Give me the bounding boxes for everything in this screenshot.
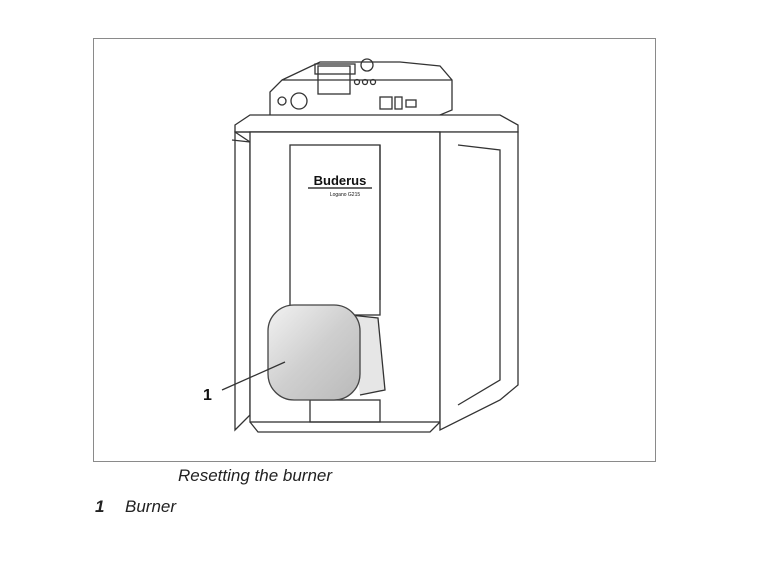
figure-frame [93, 38, 656, 462]
brand-logo: Buderus [314, 173, 367, 188]
callout-leader-line [221, 361, 286, 391]
figure-caption: Resetting the burner [178, 466, 333, 485]
control-panel [269, 58, 453, 127]
control-knob-icon [360, 58, 374, 72]
burner [267, 304, 386, 401]
legend-label: Burner [125, 497, 177, 516]
thermostat-dial-icon [290, 92, 308, 110]
callout-number: 1 [203, 387, 212, 404]
legend-item: 1 Burner [95, 497, 176, 517]
model-label: Logano G215 [330, 192, 361, 198]
legend-number: 1 [95, 497, 105, 516]
